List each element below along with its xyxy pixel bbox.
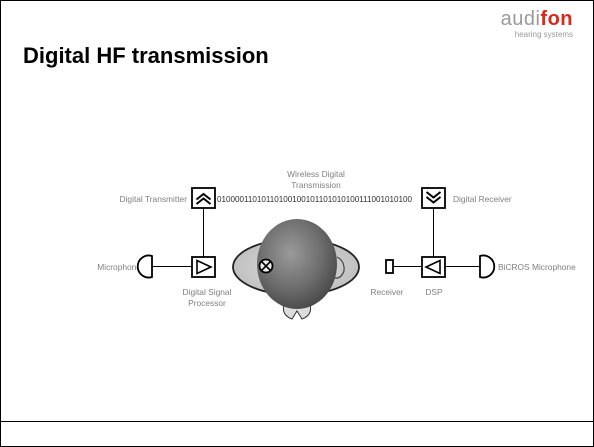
dsp-label-line2: Processor: [188, 298, 226, 308]
bicros-microphone-icon: [479, 254, 496, 279]
hf-transmission-diagram: Wireless Digital Transmission Digital Tr…: [97, 169, 576, 320]
microphone-label: Microphone: [97, 262, 141, 272]
logo-subtitle: hearing systems: [514, 30, 573, 39]
x-circle-icon: [258, 258, 274, 274]
dsp-label-line1: Digital Signal: [183, 287, 232, 297]
bitstream-text: 0100001101011010010010110101010011100101…: [217, 194, 412, 204]
digital-receiver-label: Digital Receiver: [453, 194, 512, 204]
chevrons-up-icon: [191, 187, 216, 209]
logo-text-fon: fon: [540, 8, 573, 30]
slide-title: Digital HF transmission: [23, 43, 269, 68]
dsp-short-label: DSP: [425, 287, 443, 297]
wireless-label-line1: Wireless Digital: [287, 169, 345, 179]
amplifier-right-icon: [191, 256, 216, 278]
footer-divider: [1, 421, 593, 422]
microphone-icon: [136, 254, 153, 279]
logo-wordmark: audifon: [501, 9, 573, 29]
logo-text-audi: audi: [500, 8, 541, 30]
digital-transmitter-label: Digital Transmitter: [120, 194, 188, 204]
chevrons-down-icon: [421, 187, 446, 209]
bicros-microphone-label: BiCROS Microphone: [498, 262, 576, 272]
audifon-logo: audifon hearing systems: [501, 9, 573, 39]
wireless-label-line2: Transmission: [291, 180, 341, 190]
receiver-label: Receiver: [370, 287, 403, 297]
head-top-view-icon: [257, 219, 345, 320]
amplifier-left-icon: [421, 256, 446, 278]
receiver-speaker-icon: [385, 259, 422, 274]
